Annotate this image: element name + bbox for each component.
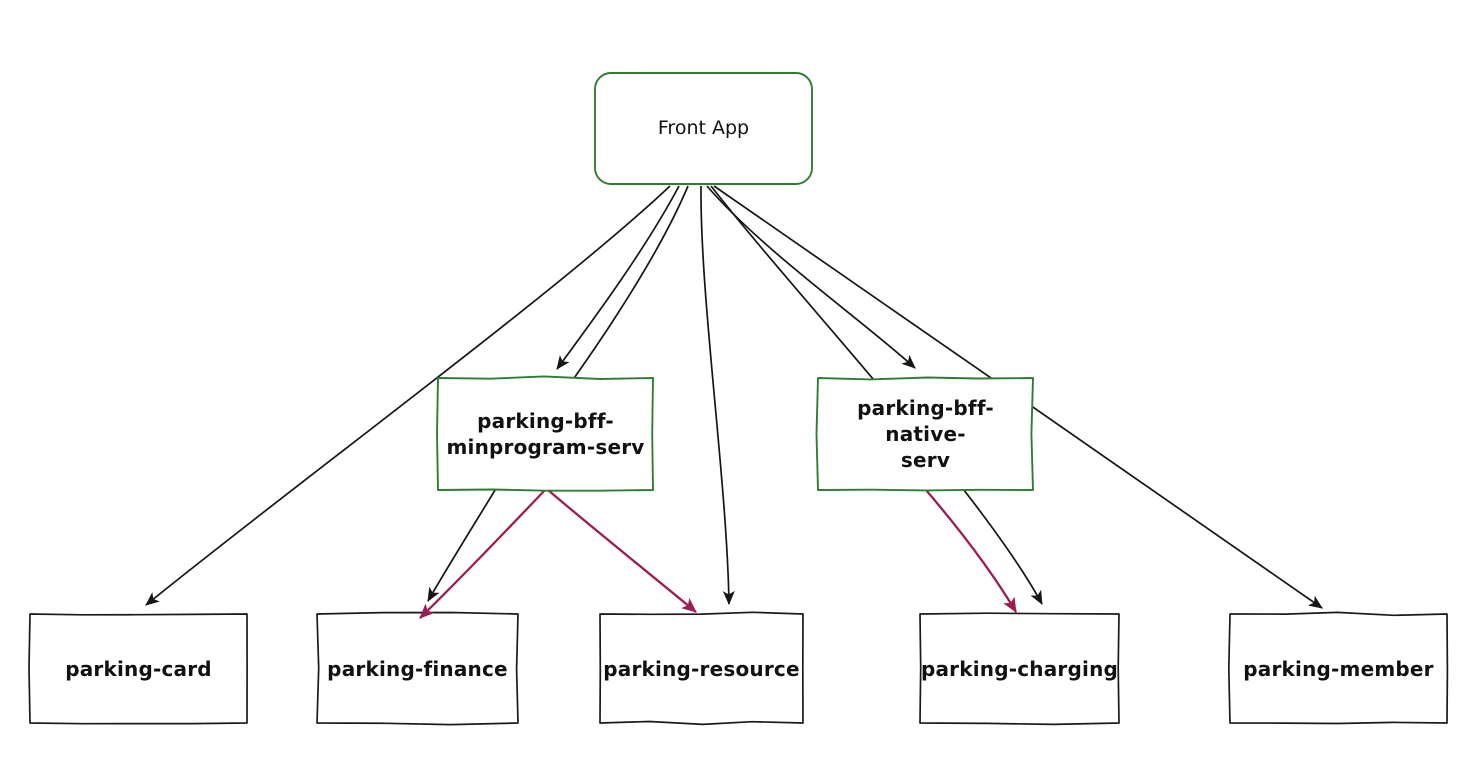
edge-front-app-to-parking-resource (700, 185, 735, 605)
edge-parking-bff-native-serv-to-parking-charging (925, 489, 1017, 613)
edge-front-app-to-parking-card (145, 185, 671, 606)
node-box-parking-finance (316, 611, 519, 726)
edge-front-app-to-parking-bff-minprogram-serv (556, 185, 680, 370)
node-box-parking-bff-native-serv (815, 376, 1034, 492)
nodes-under-layer (28, 72, 1449, 726)
edge-front-app-to-parking-bff-native-serv (706, 185, 916, 369)
node-box-front-app (594, 72, 813, 185)
node-box-parking-resource (599, 611, 804, 726)
node-box-parking-card (28, 613, 248, 725)
node-box-parking-charging (919, 612, 1120, 726)
node-box-parking-bff-minprogram-serv (436, 375, 654, 492)
node-box-parking-member (1227, 611, 1449, 725)
edge-parking-bff-minprogram-serv-to-parking-finance (419, 489, 546, 619)
edges-layer (145, 185, 1323, 619)
edge-parking-bff-minprogram-serv-to-parking-resource (547, 489, 697, 613)
nodes-over-layer (436, 375, 1034, 492)
